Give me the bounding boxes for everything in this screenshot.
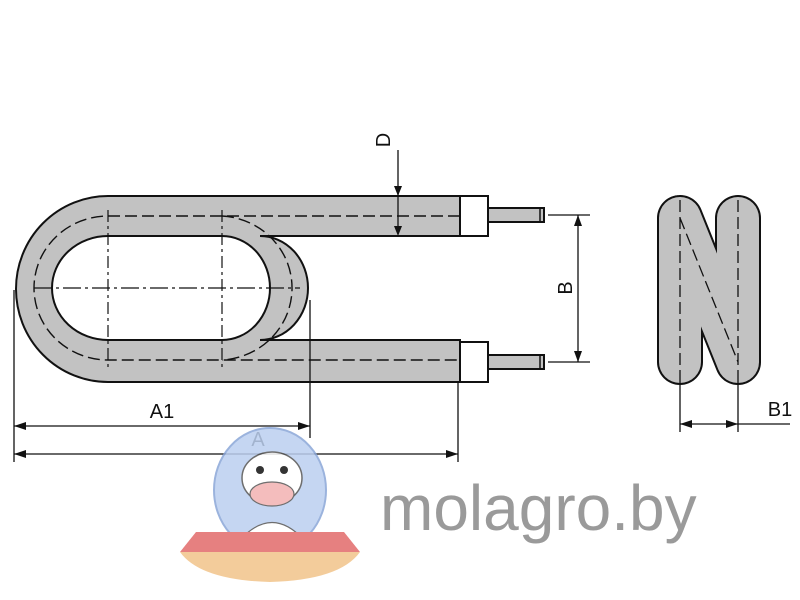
b1-arrow-left <box>680 420 692 428</box>
u-tube-front-view <box>15 195 545 383</box>
bottom-terminal-pin <box>487 354 545 370</box>
side-view-centerline <box>679 200 739 380</box>
bottom-end-cap <box>459 341 489 383</box>
cow-eye-right <box>280 466 288 474</box>
side-view: B1 <box>657 195 792 432</box>
dimension-b: B <box>548 214 590 363</box>
top-terminal-pin <box>487 207 545 223</box>
cow-eye-left <box>256 466 264 474</box>
watermark-text: molagro.by <box>380 472 697 544</box>
d-label: D <box>373 133 395 147</box>
b1-label: B1 <box>768 399 792 421</box>
saucer-top <box>180 532 360 552</box>
d-arrow-bottom <box>394 226 402 236</box>
a1-label: A1 <box>150 401 174 423</box>
a-arrow-right <box>446 450 458 458</box>
a-arrow-left <box>14 450 26 458</box>
top-end-cap <box>459 195 489 237</box>
b-arrow-bottom <box>574 351 582 362</box>
dimension-a1: A1 <box>13 290 311 462</box>
dimension-d: D <box>373 133 402 236</box>
b-label: B <box>555 281 577 294</box>
a1-arrow-left <box>14 422 26 430</box>
b1-arrow-right <box>726 420 738 428</box>
watermark-logo <box>180 427 360 582</box>
d-arrow-top <box>394 186 402 196</box>
cow-snout <box>249 481 295 507</box>
b-arrow-top <box>574 215 582 226</box>
a1-arrow-right <box>298 422 310 430</box>
bend-inner-centerline <box>221 215 293 361</box>
saucer-bottom <box>180 552 360 582</box>
